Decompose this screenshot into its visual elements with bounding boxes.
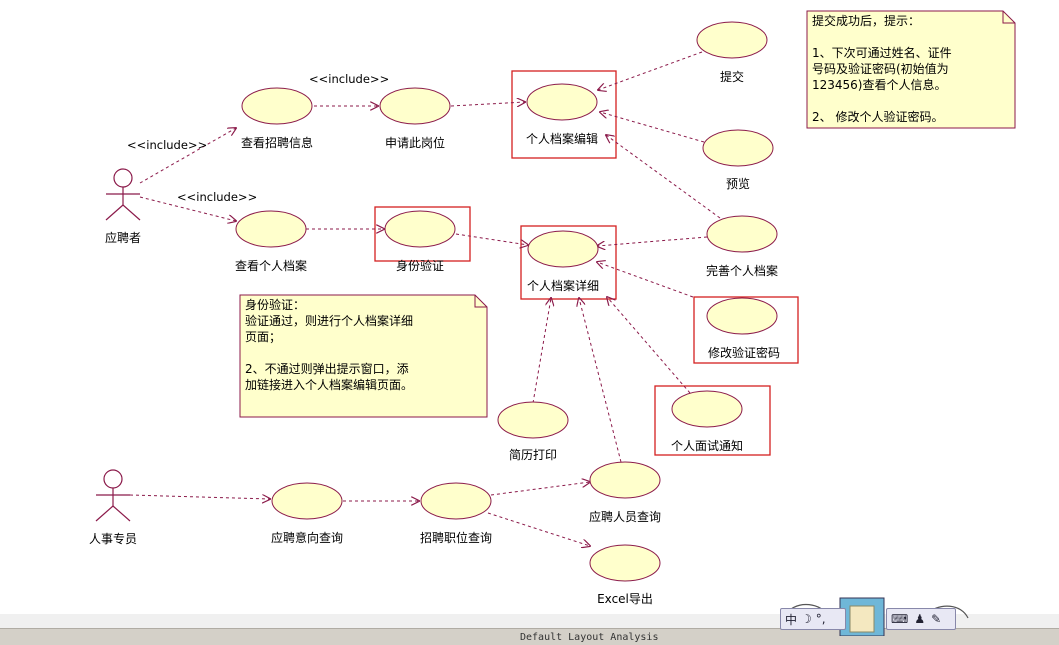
edge-apply-edit-profile <box>450 102 525 106</box>
edge-position-applicant-query <box>490 482 590 496</box>
ime-tools-box[interactable]: ⌨ ♟ ✎ <box>886 608 956 630</box>
highlight-edit-profile <box>511 70 617 159</box>
label-view-profile: 查看个人档案 <box>235 258 307 273</box>
note-verify-line-0: 身份验证： <box>245 297 305 312</box>
note-verify: 身份验证： 验证通过，则进行个人档案详细 页面； 2、不通过则弹出提示窗口，添 … <box>239 294 488 418</box>
ime-toolbar[interactable]: 中 ☽ °, ⌨ ♟ ✎ <box>776 596 972 636</box>
label-view-jobs: 查看招聘信息 <box>241 135 313 150</box>
usecase-view-profile[interactable] <box>235 210 307 248</box>
edge-change-pwd-profile-detail <box>597 262 694 298</box>
actor-applicant[interactable] <box>105 168 141 221</box>
highlight-boxes <box>374 70 799 456</box>
note-submit-line-3: 号码及验证密码(初始值为 <box>812 61 949 76</box>
edge-applicant-query-profile-detail <box>579 298 622 463</box>
label-submit: 提交 <box>720 69 744 84</box>
user-icon[interactable]: ♟ <box>914 612 926 626</box>
label-position-query: 招聘职位查询 <box>420 530 492 545</box>
highlight-profile-detail <box>520 225 617 300</box>
note-verify-line-2: 页面； <box>245 330 281 344</box>
actor-applicant-label: 应聘者 <box>105 230 141 245</box>
label-interview-notice: 个人面试通知 <box>671 438 743 453</box>
note-verify-line-5: 加链接进入个人档案编辑页面。 <box>245 377 413 392</box>
edge-applicant-view-jobs <box>139 128 236 184</box>
actor-hr-label: 人事专员 <box>89 531 137 546</box>
use-case-diagram: <<include>> <<include>> <<include>> 应聘者 … <box>89 10 1016 606</box>
note-submit: 提交成功后，提示： 1、下次可通过姓名、证件 号码及验证密码(初始值为 1234… <box>806 10 1016 129</box>
usecase-applicant-query[interactable] <box>589 461 661 499</box>
edge-position-excel <box>487 512 590 546</box>
usecase-apply-job[interactable] <box>379 87 451 125</box>
wrench-icon[interactable]: ✎ <box>931 612 942 626</box>
note-submit-line-2: 1、下次可通过姓名、证件 <box>812 45 952 60</box>
note-submit-line-4: 123456)查看个人信息。 <box>812 77 947 92</box>
edge-resume-print-profile-detail <box>532 298 551 404</box>
taskbar <box>0 628 1059 645</box>
usecase-edit-profile[interactable] <box>526 83 598 121</box>
highlight-interview-notice <box>654 385 771 456</box>
label-profile-detail: 个人档案详细 <box>527 278 599 293</box>
label-edit-profile: 个人档案编辑 <box>526 131 598 146</box>
label-complete-profile: 完善个人档案 <box>706 263 778 278</box>
edge-complete-profile-detail <box>597 236 708 246</box>
usecase-resume-print[interactable] <box>497 401 569 439</box>
edge-preview-edit-profile <box>600 112 705 143</box>
label-verify: 身份验证 <box>396 258 444 273</box>
label-resume-print: 简历打印 <box>509 448 557 462</box>
note-verify-line-4: 2、不通过则弹出提示窗口，添 <box>245 361 409 376</box>
edge-submit-edit-profile <box>598 51 703 90</box>
label-intent-query: 应聘意向查询 <box>271 530 343 545</box>
usecase-view-jobs[interactable] <box>241 87 313 125</box>
usecase-position-query[interactable] <box>420 482 492 520</box>
stereotype-include-2: <<include>> <box>127 138 207 152</box>
usecase-submit[interactable] <box>696 21 768 59</box>
label-apply-job: 申请此岗位 <box>385 135 445 150</box>
highlight-change-pwd <box>693 296 799 364</box>
usecase-preview[interactable] <box>702 129 774 167</box>
label-preview: 预览 <box>726 176 750 191</box>
ime-moon-icon[interactable]: ☽ <box>801 612 812 626</box>
usecase-interview-notice[interactable] <box>671 390 743 428</box>
highlight-verify <box>374 206 471 262</box>
actor-hr[interactable] <box>95 469 131 522</box>
ime-swirl-decoration <box>783 597 969 636</box>
note-submit-line-6: 2、 修改个人验证密码。 <box>812 109 943 124</box>
label-applicant-query: 应聘人员查询 <box>589 509 661 524</box>
usecase-intent-query[interactable] <box>271 482 343 520</box>
stereotype-include-3: <<include>> <box>177 190 257 204</box>
label-excel-export: Excel导出 <box>597 592 653 606</box>
edge-applicant-view-profile <box>139 196 236 221</box>
ime-chinese-label[interactable]: 中 <box>785 612 798 627</box>
connectors <box>129 51 721 546</box>
edge-interview-profile-detail <box>607 297 691 394</box>
usecase-complete-profile[interactable] <box>706 215 778 253</box>
note-verify-line-1: 验证通过，则进行个人档案详细 <box>245 313 413 328</box>
usecase-change-pwd[interactable] <box>706 297 778 335</box>
usecase-excel-export[interactable] <box>589 544 661 582</box>
ime-punct-icon[interactable]: °, <box>815 612 826 626</box>
usecase-verify[interactable] <box>384 210 456 248</box>
keyboard-icon[interactable]: ⌨ <box>891 612 909 626</box>
stereotype-include-1: <<include>> <box>309 72 389 86</box>
edge-verify-profile-detail <box>455 233 528 245</box>
usecase-profile-detail[interactable] <box>527 230 599 268</box>
ime-mode-box[interactable]: 中 ☽ °, <box>780 608 846 630</box>
label-change-pwd: 修改验证密码 <box>708 345 780 360</box>
status-text: Default Layout Analysis <box>520 632 659 643</box>
edge-hr-intent-query <box>129 495 270 499</box>
note-submit-line-0: 提交成功后，提示： <box>812 13 920 28</box>
